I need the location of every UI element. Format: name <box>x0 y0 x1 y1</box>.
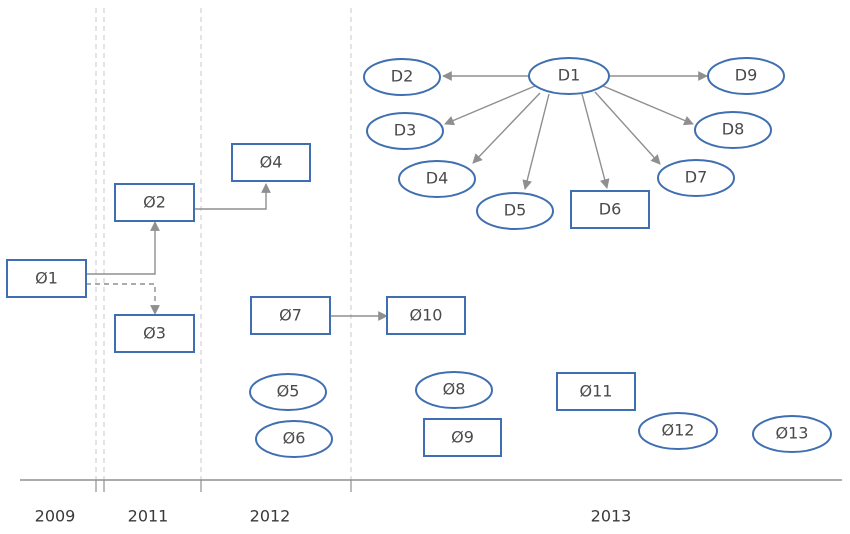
connector-d1-d4 <box>472 92 541 164</box>
node-d3-shape <box>366 112 444 150</box>
node-o11[interactable]: Ø11 <box>556 372 636 411</box>
node-o2-label: Ø2 <box>143 193 166 212</box>
node-d9-shape <box>707 57 785 95</box>
year-separators <box>95 8 352 492</box>
node-o11-shape <box>556 372 636 411</box>
node-o10[interactable]: Ø10 <box>386 296 466 335</box>
node-o5-shape <box>249 373 327 411</box>
year-label-2011: 2011 <box>128 507 169 526</box>
node-o13[interactable]: Ø13 <box>752 415 832 453</box>
connector-d1-d6 <box>581 93 610 189</box>
node-o6[interactable]: Ø6 <box>255 420 333 458</box>
connector-d1-d7 <box>594 91 661 165</box>
node-o4-shape <box>231 143 311 182</box>
node-o3[interactable]: Ø3 <box>114 314 195 353</box>
node-o10-shape <box>386 296 466 335</box>
node-o3-label: Ø3 <box>143 324 166 343</box>
connectors <box>86 71 708 321</box>
node-d8-label: D8 <box>722 120 745 139</box>
node-d6-label: D6 <box>599 200 622 219</box>
node-o8-shape <box>415 371 493 409</box>
node-o13-label: Ø13 <box>776 424 809 443</box>
node-o5-label: Ø5 <box>277 382 300 401</box>
node-o8[interactable]: Ø8 <box>415 371 493 409</box>
node-d1-shape <box>528 57 610 95</box>
node-d9-label: D9 <box>735 66 758 85</box>
node-d2-shape <box>363 58 441 96</box>
node-d2[interactable]: D2 <box>363 58 441 96</box>
node-o12-shape <box>638 412 718 450</box>
year-label-2012: 2012 <box>250 507 291 526</box>
node-d3-label: D3 <box>394 121 417 140</box>
node-d4-shape <box>398 160 476 198</box>
node-d1[interactable]: D1 <box>528 57 610 95</box>
connector-d1-d5 <box>522 93 550 190</box>
node-d9[interactable]: D9 <box>707 57 785 95</box>
node-d5[interactable]: D5 <box>476 192 554 230</box>
node-o6-shape <box>255 420 333 458</box>
node-d8-shape <box>694 111 772 149</box>
node-o6-label: Ø6 <box>283 429 306 448</box>
node-d7-label: D7 <box>685 168 708 187</box>
connector-d1-d8 <box>602 85 694 126</box>
node-o2-shape <box>114 183 195 222</box>
node-o9[interactable]: Ø9 <box>423 418 502 457</box>
node-d7[interactable]: D7 <box>657 159 735 197</box>
node-d8[interactable]: D8 <box>694 111 772 149</box>
timeline-axis <box>20 479 842 492</box>
node-o7-label: Ø7 <box>279 306 302 325</box>
connector-o1-o2 <box>86 221 160 275</box>
node-o2[interactable]: Ø2 <box>114 183 195 222</box>
node-d7-shape <box>657 159 735 197</box>
node-o13-shape <box>752 415 832 453</box>
node-o8-label: Ø8 <box>443 380 466 399</box>
node-d5-label: D5 <box>504 201 527 220</box>
node-d5-shape <box>476 192 554 230</box>
node-d1-label: D1 <box>558 66 581 85</box>
node-d4[interactable]: D4 <box>398 160 476 198</box>
node-o9-shape <box>423 418 502 457</box>
year-label-2013: 2013 <box>591 507 632 526</box>
node-o7-shape <box>250 296 331 335</box>
node-d6[interactable]: D6 <box>570 190 650 229</box>
node-d4-label: D4 <box>426 169 449 188</box>
node-o4-label: Ø4 <box>260 153 283 172</box>
node-d6-shape <box>570 190 650 229</box>
node-d2-label: D2 <box>391 67 414 86</box>
node-o7[interactable]: Ø7 <box>250 296 331 335</box>
node-o12-label: Ø12 <box>662 421 695 440</box>
connector-o1-o3 <box>86 283 160 315</box>
year-labels: 2009 2011 2012 2013 <box>35 507 632 526</box>
node-o9-label: Ø9 <box>451 428 474 447</box>
node-o1[interactable]: Ø1 <box>6 259 87 298</box>
node-d3[interactable]: D3 <box>366 112 444 150</box>
node-o3-shape <box>114 314 195 353</box>
node-o10-label: Ø10 <box>410 306 443 325</box>
node-o1-label: Ø1 <box>35 269 58 288</box>
node-o12[interactable]: Ø12 <box>638 412 718 450</box>
node-o4[interactable]: Ø4 <box>231 143 311 182</box>
node-o1-shape <box>6 259 87 298</box>
connector-d1-d3 <box>444 85 536 126</box>
node-o11-label: Ø11 <box>580 382 613 401</box>
connector-o2-o4 <box>195 183 271 210</box>
node-o5[interactable]: Ø5 <box>249 373 327 411</box>
year-label-2009: 2009 <box>35 507 76 526</box>
